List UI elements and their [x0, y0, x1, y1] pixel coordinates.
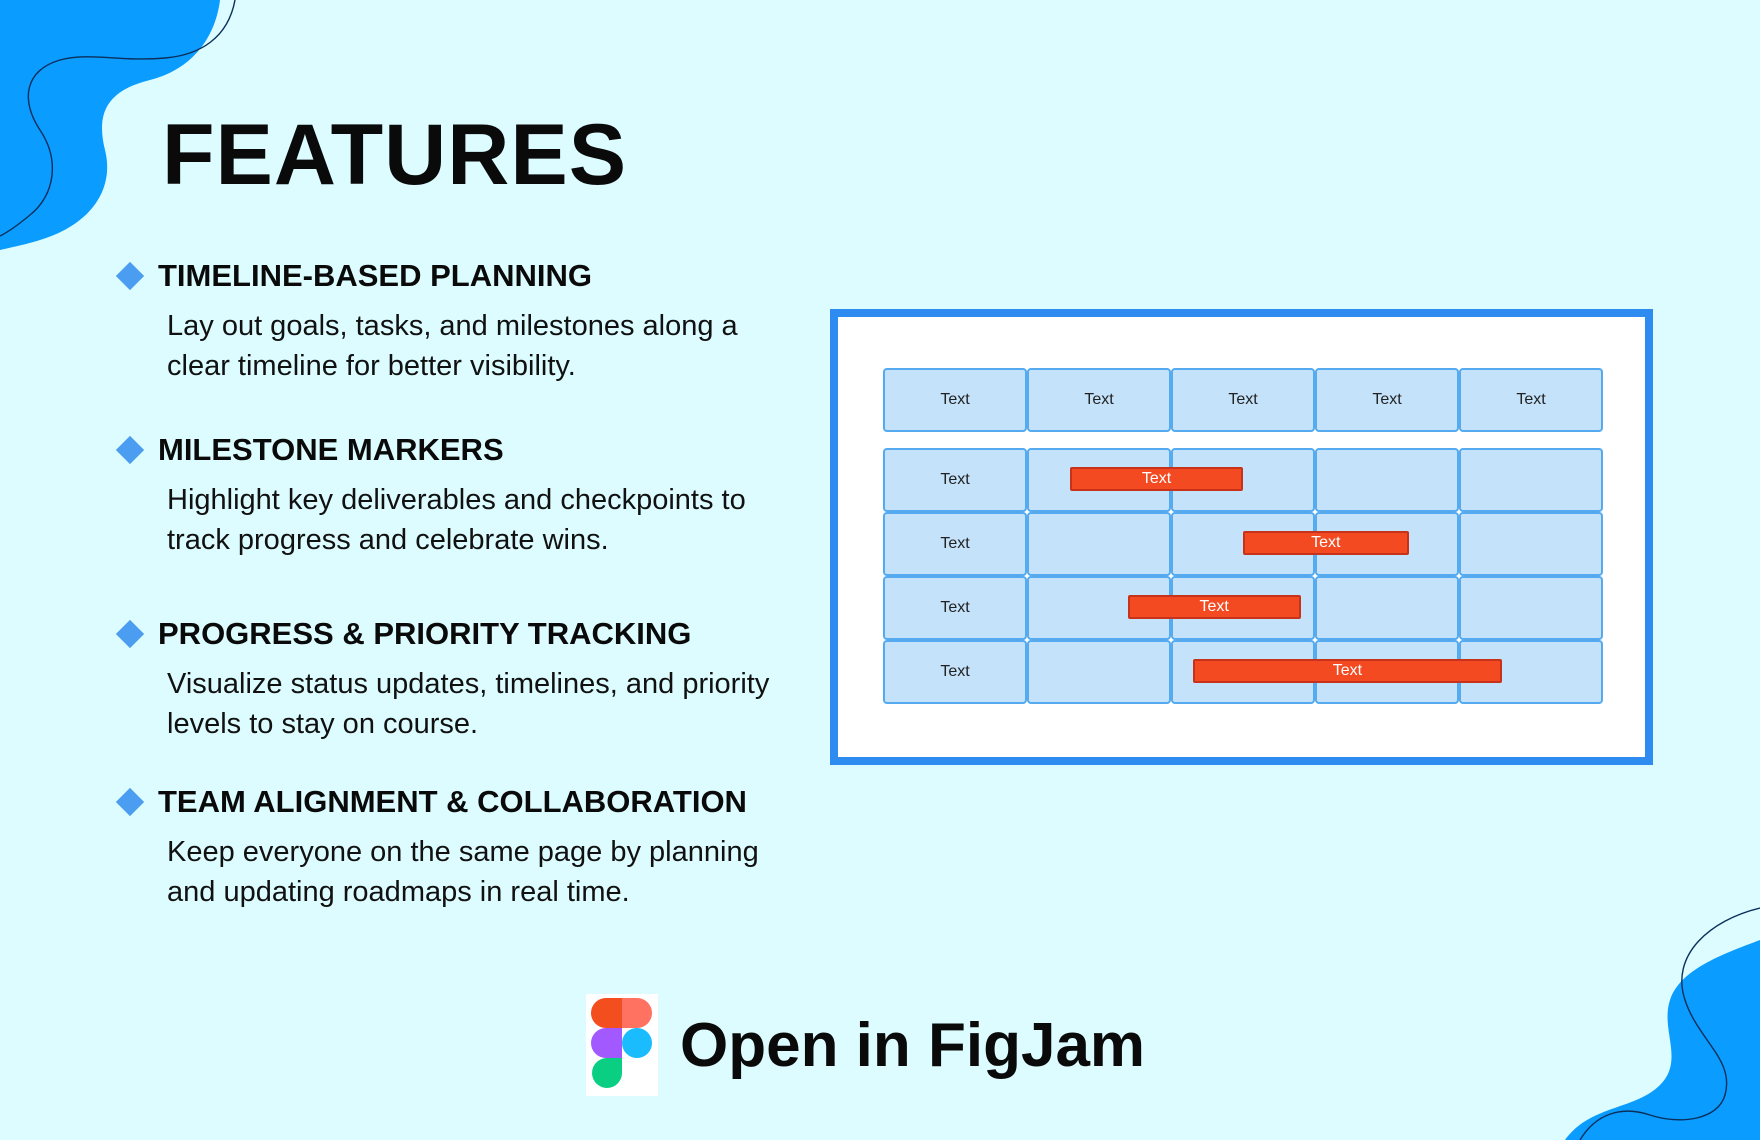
gantt-header-cell: Text — [1027, 368, 1171, 432]
feature-item: MILESTONE MARKERS Highlight key delivera… — [112, 430, 812, 560]
gantt-cell — [1027, 640, 1171, 704]
gantt-task-bar[interactable]: Text — [1243, 531, 1409, 555]
gantt-cell — [1315, 448, 1459, 512]
gantt-task-bar[interactable]: Text — [1192, 659, 1503, 683]
diamond-bullet-icon — [115, 435, 145, 465]
gantt-row-label-cell: Text — [883, 640, 1027, 704]
gantt-header-cell: Text — [1459, 368, 1603, 432]
page-title: FEATURES — [162, 107, 628, 203]
gantt-header-cell: Text — [1315, 368, 1459, 432]
feature-list: TIMELINE-BASED PLANNING Lay out goals, t… — [0, 0, 820, 940]
feature-title: TEAM ALIGNMENT & COLLABORATION — [158, 784, 747, 819]
diamond-bullet-icon — [115, 619, 145, 649]
feature-item: TIMELINE-BASED PLANNING Lay out goals, t… — [112, 256, 812, 386]
gantt-row-label-cell: Text — [883, 576, 1027, 640]
feature-description: Lay out goals, tasks, and milestones alo… — [167, 310, 738, 382]
feature-heading: MILESTONE MARKERS — [112, 430, 812, 470]
cta-label: Open in FigJam — [680, 1010, 1146, 1080]
feature-title: TIMELINE-BASED PLANNING — [158, 258, 592, 293]
gantt-row-label-cell: Text — [883, 448, 1027, 512]
feature-description: Visualize status updates, timelines, and… — [167, 668, 770, 740]
diamond-bullet-icon — [115, 787, 145, 817]
feature-heading: TEAM ALIGNMENT & COLLABORATION — [112, 782, 812, 822]
gantt-cell — [1459, 512, 1603, 576]
diamond-bullet-icon — [115, 261, 145, 291]
gantt-cell — [1027, 512, 1171, 576]
feature-description: Highlight key deliverables and checkpoin… — [167, 484, 746, 556]
gantt-cell — [1459, 576, 1603, 640]
feature-title: MILESTONE MARKERS — [158, 432, 504, 467]
gantt-row-label-cell: Text — [883, 512, 1027, 576]
open-in-figjam-link[interactable]: Open in FigJam — [586, 994, 1146, 1096]
feature-item: TEAM ALIGNMENT & COLLABORATION Keep ever… — [112, 782, 812, 912]
feature-item: PROGRESS & PRIORITY TRACKING Visualize s… — [112, 614, 812, 744]
figma-logo-icon — [586, 994, 658, 1096]
bottom-right-blob-decoration — [1565, 907, 1760, 1140]
feature-heading: PROGRESS & PRIORITY TRACKING — [112, 614, 812, 654]
feature-description: Keep everyone on the same page by planni… — [167, 836, 759, 908]
gantt-cell — [1315, 576, 1459, 640]
top-left-blob-decoration — [0, 0, 236, 250]
gantt-task-bar[interactable]: Text — [1127, 595, 1301, 619]
gantt-header-cell: Text — [883, 368, 1027, 432]
gantt-task-bar[interactable]: Text — [1070, 467, 1243, 491]
gantt-cell — [1459, 448, 1603, 512]
feature-title: PROGRESS & PRIORITY TRACKING — [158, 616, 692, 651]
gantt-header-cell: Text — [1171, 368, 1315, 432]
feature-heading: TIMELINE-BASED PLANNING — [112, 256, 812, 296]
